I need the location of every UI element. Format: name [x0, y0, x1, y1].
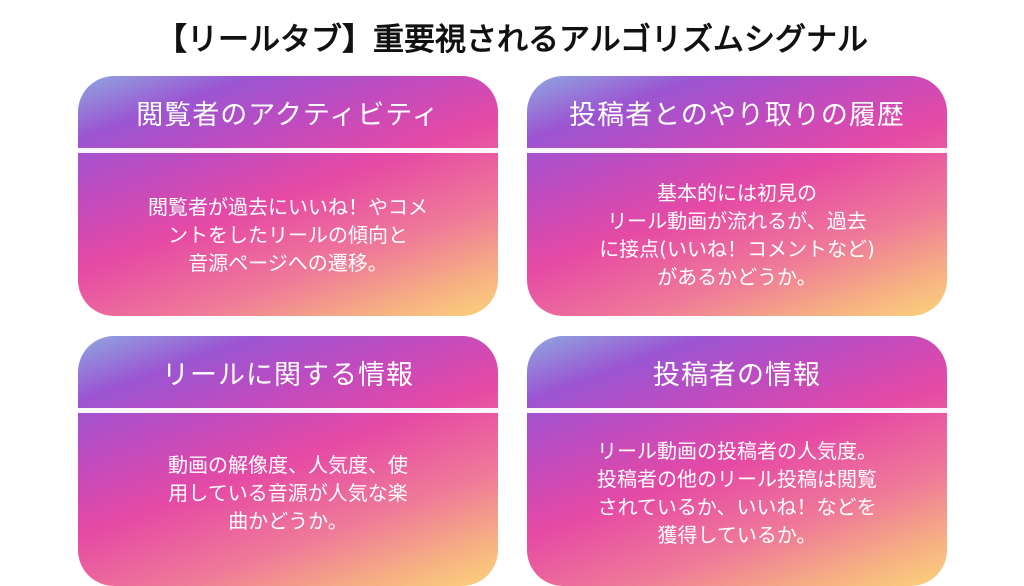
card-viewer-activity: 閲覧者のアクティビティ 閲覧者が過去にいいね！やコメ ントをしたリールの傾向と …: [78, 76, 498, 316]
card-divider: [527, 148, 947, 153]
card-interaction-history: 投稿者とのやり取りの履歴 基本的には初見の リール動画が流れるが、過去 に接点(…: [527, 76, 947, 316]
card-body: 基本的には初見の リール動画が流れるが、過去 に接点(いいね！コメントなど) が…: [599, 180, 875, 289]
page-title: 【リールタブ】重要視されるアルゴリズムシグナル: [155, 22, 869, 58]
card-divider: [527, 408, 947, 413]
card-body: 動画の解像度、人気度、使 用している音源が人気な楽 曲かどうか。: [168, 453, 408, 533]
card-divider: [78, 408, 498, 413]
card-poster-info: 投稿者の情報 リール動画の投稿者の人気度。 投稿者の他のリール投稿は閲覧 されて…: [527, 336, 947, 586]
card-heading: 投稿者とのやり取りの履歴: [569, 99, 905, 131]
card-reel-info: リールに関する情報 動画の解像度、人気度、使 用している音源が人気な楽 曲かどう…: [78, 336, 498, 586]
card-divider: [78, 148, 498, 153]
card-heading: 閲覧者のアクティビティ: [136, 99, 440, 131]
card-body: リール動画の投稿者の人気度。 投稿者の他のリール投稿は閲覧 されているか、いいね…: [597, 439, 877, 547]
card-body: 閲覧者が過去にいいね！やコメ ントをしたリールの傾向と 音源ページへの遷移。: [148, 194, 428, 275]
card-heading: 投稿者の情報: [653, 359, 821, 391]
card-heading: リールに関する情報: [162, 359, 414, 391]
